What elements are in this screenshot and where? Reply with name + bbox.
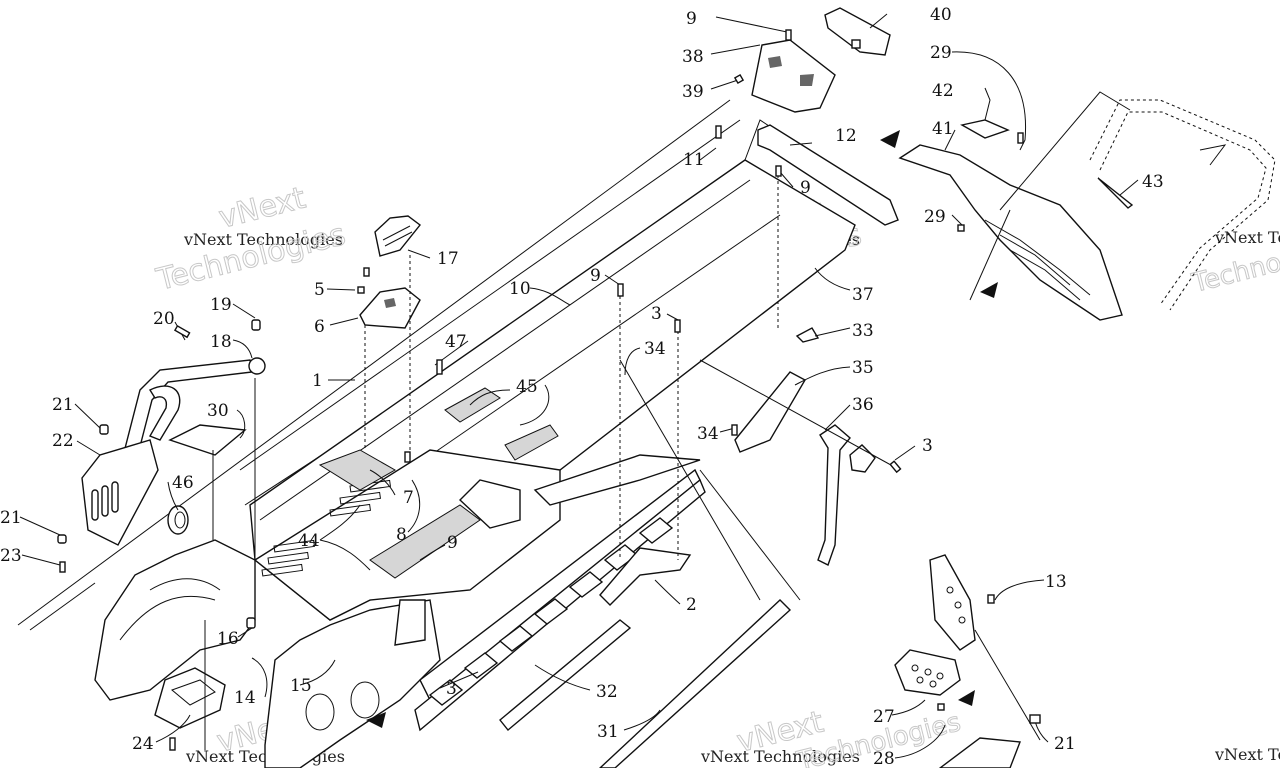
callout-21: 21 [1054,734,1076,754]
rear-bumper-outline [999,91,1276,311]
callout-23: 23 [0,546,22,566]
callout-3: 3 [446,679,457,699]
part-31-bar [598,599,792,768]
callout-34: 34 [697,424,719,444]
svg-text:vNext Technologies: vNext Technologies [700,747,860,766]
callout-45: 45 [516,377,538,397]
callout-13: 13 [1045,572,1067,592]
callout-41: 41 [932,119,954,139]
callout-9: 9 [800,178,811,198]
callout-9: 9 [447,533,458,553]
callout-34: 34 [644,339,666,359]
callout-24: 24 [132,734,154,754]
callout-30: 30 [207,401,229,421]
part-32-rod [499,619,632,731]
part-30-decal [168,424,247,456]
alignment-lines [204,175,1041,750]
part-40-plate [824,7,891,56]
callout-3: 3 [922,436,933,456]
callout-44: 44 [298,531,320,551]
svg-text:vNext Technologies: vNext Technologies [183,230,343,249]
callout-28: 28 [873,749,895,768]
callout-31: 31 [597,722,619,742]
part-27-plate [894,649,961,696]
callout-12: 12 [835,126,857,146]
callout-39: 39 [682,82,704,102]
callout-3: 3 [651,304,662,324]
watermark-3: vNext Technologies Technologies [1188,228,1280,300]
callout-35: 35 [852,358,874,378]
part-12-brace [757,124,899,226]
part-6-bracket [359,287,421,329]
callout-14: 14 [234,688,256,708]
leader-lines [19,13,1139,759]
part-41-taillight [898,144,1123,321]
callout-5: 5 [314,280,325,300]
callout-9: 9 [590,266,601,286]
part-21-bracket-bottom [938,737,1021,768]
callout-10: 10 [509,279,531,299]
callout-32: 32 [596,682,618,702]
callout-17: 17 [437,249,459,269]
callout-9: 9 [686,9,697,29]
svg-text:vNext Technologies: vNext Technologies [1214,228,1280,247]
callout-1: 1 [312,371,323,391]
part-13-plate [929,554,976,651]
callout-15: 15 [290,676,312,696]
callout-29: 29 [924,207,946,227]
part-18-grab-handle [121,357,266,463]
callout-36: 36 [852,395,874,415]
direction-arrows [366,130,998,728]
part-17-cover [374,215,421,257]
part-2-bracket [599,547,692,606]
part-33-clip [795,327,820,343]
callout-18: 18 [210,332,232,352]
part-46-grommet [167,505,189,535]
callout-27: 27 [873,707,895,727]
part-35-bracket [734,371,806,453]
watermark-5: vNext vNext Technologies Technologies [700,704,964,768]
callout-38: 38 [682,47,704,67]
callout-42: 42 [932,81,954,101]
callout-16: 16 [217,629,239,649]
svg-text:vNext Technologies: vNext Technologies [1214,745,1280,764]
callout-33: 33 [852,321,874,341]
tunnel-assembly [94,119,856,768]
callout-37: 37 [852,285,874,305]
callout-labels: 9 40 38 39 29 42 41 12 11 9 43 29 17 5 6… [0,5,1164,768]
callout-43: 43 [1142,172,1164,192]
callout-46: 46 [172,473,194,493]
part-42-lens [960,119,1010,139]
part-22-guard [81,439,159,546]
callout-20: 20 [153,309,175,329]
callout-29: 29 [930,43,952,63]
callout-47: 47 [445,332,467,352]
part-38-bracket [751,39,836,113]
callout-6: 6 [314,317,325,337]
callout-19: 19 [210,295,232,315]
callout-8: 8 [396,525,407,545]
callout-40: 40 [930,5,952,25]
callout-2: 2 [686,595,697,615]
part-36-handle [817,424,876,566]
callout-11: 11 [683,150,705,170]
part-43-strip [1097,177,1134,209]
callout-21: 21 [52,395,74,415]
callout-7: 7 [403,488,414,508]
fasteners [57,29,1041,751]
rail-cutouts [428,517,674,706]
callout-21: 21 [0,508,22,528]
watermark-6: vNext Technologies [1214,745,1280,764]
callout-22: 22 [52,431,74,451]
